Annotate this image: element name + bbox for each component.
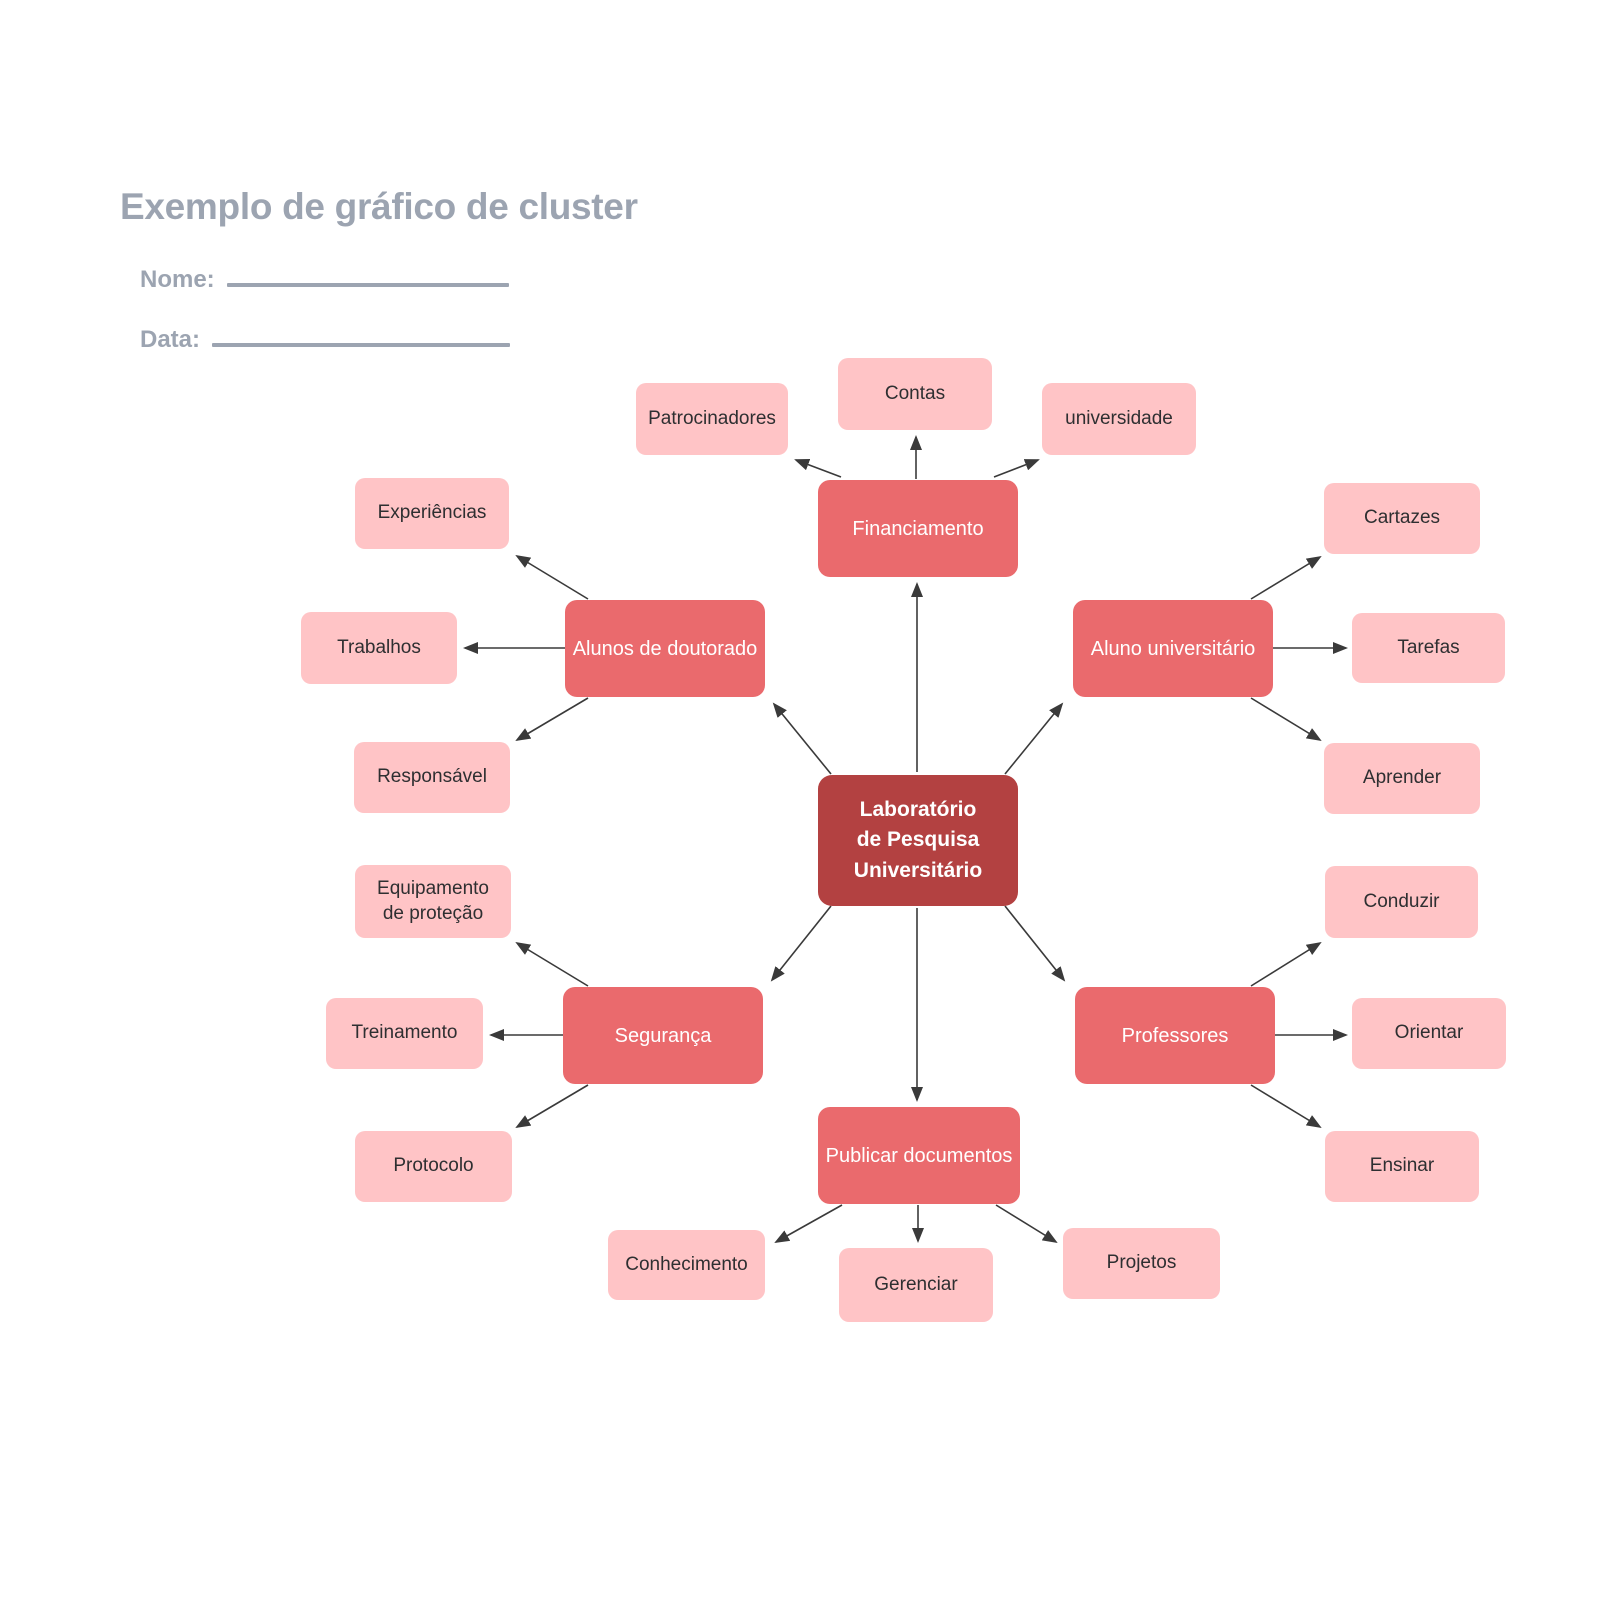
- leaf-responsavel[interactable]: Responsável: [354, 742, 510, 813]
- leaf-orientar[interactable]: Orientar: [1352, 998, 1506, 1069]
- edge-center-professores[interactable]: [1004, 905, 1066, 982]
- leaf-experiencias[interactable]: Experiências: [355, 478, 509, 549]
- edge-publicar-projetos[interactable]: [995, 1204, 1058, 1244]
- leaf-conhecimento[interactable]: Conhecimento: [608, 1230, 765, 1300]
- node-laboratorio-pesquisa-universitario[interactable]: Laboratório de Pesquisa Universitário: [818, 775, 1018, 906]
- leaf-ensinar[interactable]: Ensinar: [1325, 1131, 1479, 1202]
- edge-professores-ensinar[interactable]: [1250, 1084, 1322, 1129]
- leaf-treinamento[interactable]: Treinamento: [326, 998, 483, 1069]
- date-blank-line: [212, 343, 511, 347]
- leaf-tarefas[interactable]: Tarefas: [1352, 613, 1505, 683]
- node-aluno-universitario[interactable]: Aluno universitário: [1073, 600, 1273, 697]
- leaf-trabalhos[interactable]: Trabalhos: [301, 612, 457, 684]
- name-label: Nome:: [140, 266, 215, 293]
- date-label: Data:: [140, 326, 201, 353]
- leaf-universidade[interactable]: universidade: [1042, 383, 1196, 455]
- node-professores[interactable]: Professores: [1075, 987, 1275, 1084]
- edge-center-seguranca[interactable]: [770, 905, 832, 982]
- leaf-conduzir[interactable]: Conduzir: [1325, 866, 1478, 938]
- edge-publicar-conhecimento[interactable]: [774, 1204, 843, 1243]
- edge-alunos-responsavel[interactable]: [515, 697, 589, 742]
- edge-seguranca-equipamento[interactable]: [515, 941, 589, 987]
- leaf-protocolo[interactable]: Protocolo: [355, 1131, 512, 1202]
- name-field-row: Nome:: [140, 266, 509, 294]
- edge-professores-conduzir[interactable]: [1250, 941, 1322, 987]
- leaf-contas[interactable]: Contas: [838, 358, 992, 430]
- page-title: Exemplo de gráfico de cluster: [120, 186, 638, 227]
- edge-financiamento-universidade[interactable]: [993, 459, 1040, 478]
- edge-alunos-experiencias[interactable]: [515, 554, 589, 600]
- date-field-row: Data:: [140, 326, 511, 354]
- leaf-aprender[interactable]: Aprender: [1324, 743, 1480, 814]
- leaf-cartazes[interactable]: Cartazes: [1324, 483, 1480, 554]
- edge-center-alunos-doutorado[interactable]: [772, 702, 832, 775]
- leaf-equipamento-de-protecao[interactable]: Equipamento de proteção: [355, 865, 511, 938]
- edge-seguranca-protocolo[interactable]: [515, 1084, 589, 1129]
- leaf-projetos[interactable]: Projetos: [1063, 1228, 1220, 1299]
- node-seguranca[interactable]: Segurança: [563, 987, 763, 1084]
- node-alunos-de-doutorado[interactable]: Alunos de doutorado: [565, 600, 765, 697]
- name-blank-line: [226, 283, 509, 287]
- leaf-patrocinadores[interactable]: Patrocinadores: [636, 383, 788, 455]
- edge-alunouniv-cartazes[interactable]: [1250, 555, 1322, 600]
- edge-alunouniv-aprender[interactable]: [1250, 697, 1322, 742]
- edge-financiamento-patrocinadores[interactable]: [794, 458, 842, 478]
- node-publicar-documentos[interactable]: Publicar documentos: [818, 1107, 1020, 1204]
- node-financiamento[interactable]: Financiamento: [818, 480, 1018, 577]
- leaf-gerenciar[interactable]: Gerenciar: [839, 1248, 993, 1322]
- edge-center-aluno-universitario[interactable]: [1004, 702, 1064, 775]
